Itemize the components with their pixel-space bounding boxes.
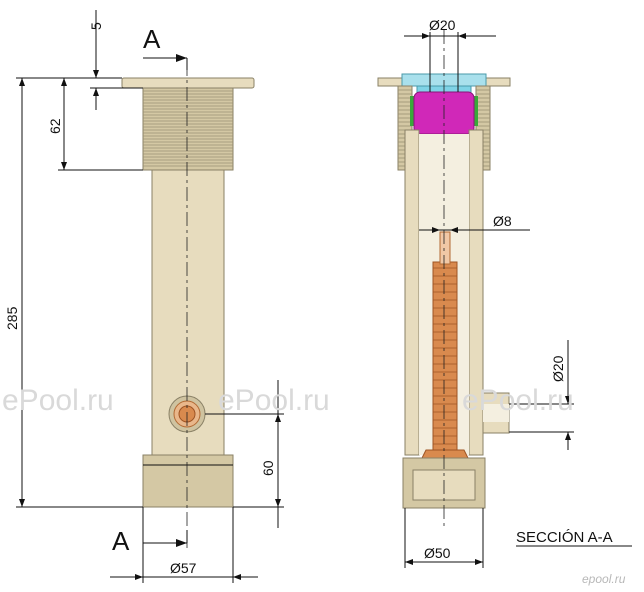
section-caption: SECCIÓN A-A	[516, 529, 613, 546]
seal	[410, 96, 414, 126]
dim-57-symbol: Ø	[170, 560, 181, 576]
dim-57: 57	[181, 560, 197, 576]
dim-5: 5	[88, 22, 104, 30]
watermark-3: ePool.ru	[462, 384, 574, 417]
dim-62: 62	[47, 118, 63, 134]
dim-8-symbol: Ø	[493, 213, 504, 229]
exterior-view: A A 5 62 285 60	[4, 10, 284, 583]
dim-20-side: 20	[550, 355, 566, 371]
dim-20-side-symbol: Ø	[550, 371, 566, 382]
dim-20-top-symbol: Ø	[429, 17, 440, 33]
dim-60: 60	[260, 460, 276, 476]
svg-text:Ø8: Ø8	[493, 213, 512, 229]
dim-20-top: 20	[440, 17, 456, 33]
section-mark-lower: A	[112, 526, 130, 556]
pin-ridges	[433, 267, 457, 445]
section-view: Ø20 Ø8 Ø20 Ø50 SECCIÓN A-A	[377, 17, 632, 568]
dim-50: 50	[435, 545, 451, 561]
thread-lines	[143, 90, 233, 167]
watermark-2: ePool.ru	[218, 384, 330, 417]
svg-text:Ø20: Ø20	[550, 355, 566, 382]
watermark-corner: epool.ru	[582, 572, 626, 586]
flange	[121, 77, 255, 89]
dim-285: 285	[4, 306, 20, 330]
bottom-collar	[142, 454, 234, 508]
section-mark-upper: A	[143, 24, 161, 54]
dim-50-symbol: Ø	[424, 545, 435, 561]
svg-text:Ø50: Ø50	[424, 545, 451, 561]
svg-text:Ø57: Ø57	[170, 560, 197, 576]
svg-text:Ø20: Ø20	[429, 17, 456, 33]
watermark-1: ePool.ru	[2, 384, 114, 417]
dim-8: 8	[504, 213, 512, 229]
threaded-section	[142, 87, 234, 171]
